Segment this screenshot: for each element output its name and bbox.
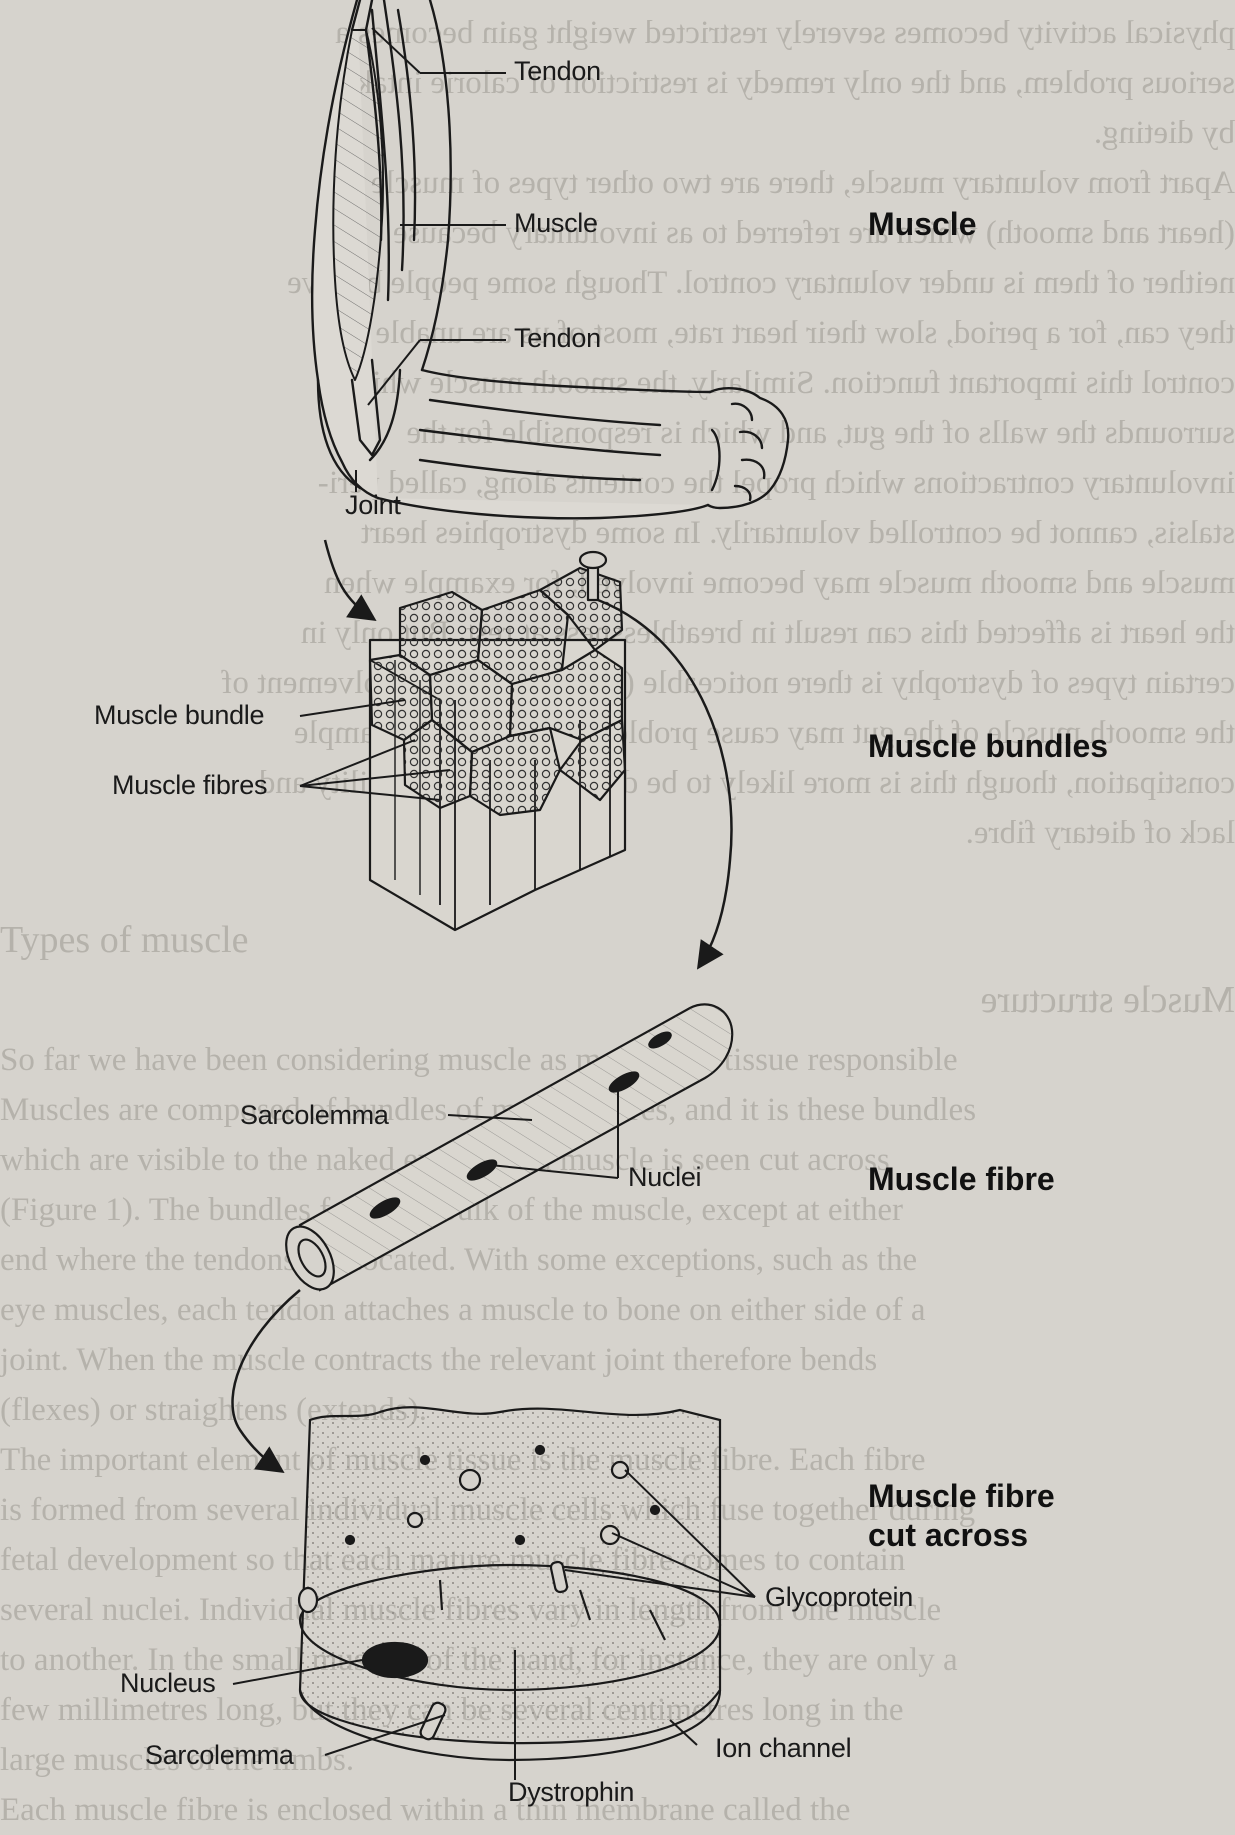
label-tendon-top: Tendon [514,56,601,87]
title-muscle-fibre: Muscle fibre [868,1160,1055,1199]
arrow-arm-to-bundles [325,540,372,618]
label-tendon-bottom: Tendon [514,323,601,354]
label-sarcolemma-cross: Sarcolemma [145,1740,294,1771]
label-glycoprotein: Glycoprotein [765,1582,913,1613]
muscle-fibre-illustration [276,1004,732,1297]
muscle-bundle-illustration [370,552,625,930]
label-ion-channel: Ion channel [715,1733,851,1764]
label-muscle-bundle: Muscle bundle [94,700,264,731]
title-muscle-fibre-cut-across-line1: Muscle fibre [868,1477,1055,1516]
title-muscle-bundles: Muscle bundles [868,727,1108,766]
title-muscle-fibre-cut-across-line2: cut across [868,1516,1028,1555]
label-dystrophin: Dystrophin [508,1777,634,1808]
arrow-fibre-to-crosssection [233,1290,301,1470]
label-muscle: Muscle [514,208,598,239]
label-nucleus: Nucleus [120,1668,215,1699]
title-muscle: Muscle [868,205,976,244]
label-joint: Joint [345,490,401,521]
label-nuclei: Nuclei [628,1162,701,1193]
label-muscle-fibres: Muscle fibres [112,770,267,801]
label-sarcolemma-fibre: Sarcolemma [240,1100,389,1131]
